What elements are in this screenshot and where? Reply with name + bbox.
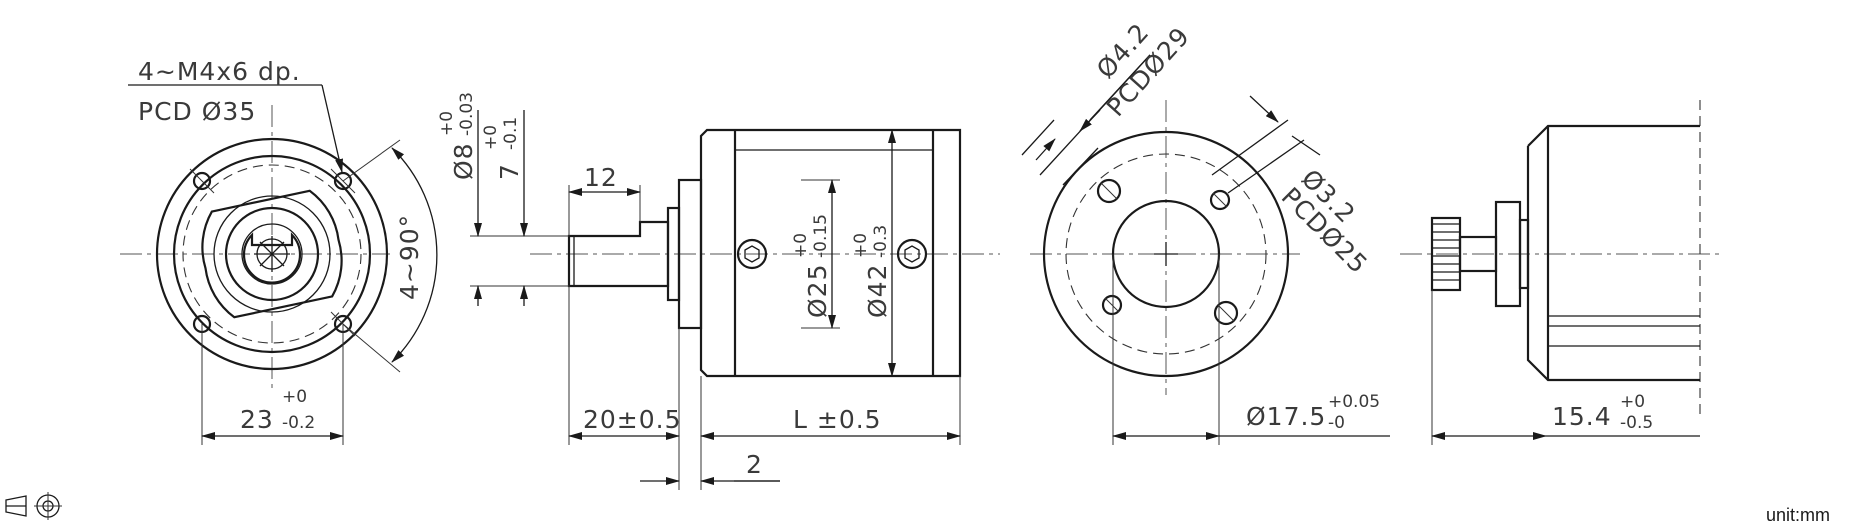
len2-label: 2: [746, 450, 763, 479]
rear-face-view: [1021, 54, 1390, 445]
d154-base: 15.4: [1552, 402, 1612, 431]
d42-lower: -0.3: [871, 225, 891, 258]
len20-label: 20±0.5: [583, 405, 682, 434]
thread-callout: 4~M4x6 dp.: [138, 57, 301, 86]
d25-base: Ø25: [803, 264, 832, 319]
d154-upper: +0: [1620, 392, 1645, 412]
d25-upper: +0: [791, 233, 811, 258]
side-profile-view: [470, 110, 1000, 490]
d7-lower: -0.1: [501, 117, 521, 150]
encoder-end-view: [1400, 100, 1720, 445]
d8-label: Ø8: [449, 142, 478, 180]
d23-base: 23: [240, 405, 274, 434]
len12-label: 12: [584, 163, 618, 192]
d175-lower: -0: [1328, 413, 1345, 433]
unit-label: unit:mm: [1766, 505, 1830, 525]
d8-lower: -0.03: [457, 92, 477, 136]
d175-upper: +0.05: [1328, 392, 1380, 412]
d25-lower: -0.15: [811, 214, 831, 258]
d175-base: Ø17.5: [1246, 402, 1326, 431]
d42-upper: +0: [851, 233, 871, 258]
lenL-label: L ±0.5: [793, 405, 882, 434]
d23-lower: -0.2: [282, 413, 315, 433]
front-face-view: [120, 84, 438, 445]
d23-upper: +0: [282, 387, 307, 407]
rear-holes: [1096, 178, 1239, 326]
d7-upper: +0: [481, 125, 501, 150]
third-angle-projection-icon: [5, 492, 62, 520]
angle-label: 4~90°: [395, 214, 424, 300]
d8-upper: +0: [437, 111, 457, 136]
d7-label: 7: [495, 163, 524, 180]
d154-lower: -0.5: [1620, 413, 1653, 433]
socket-screws: [736, 238, 928, 270]
pcd35-label: PCD Ø35: [138, 97, 256, 126]
d42-base: Ø42: [863, 264, 892, 319]
